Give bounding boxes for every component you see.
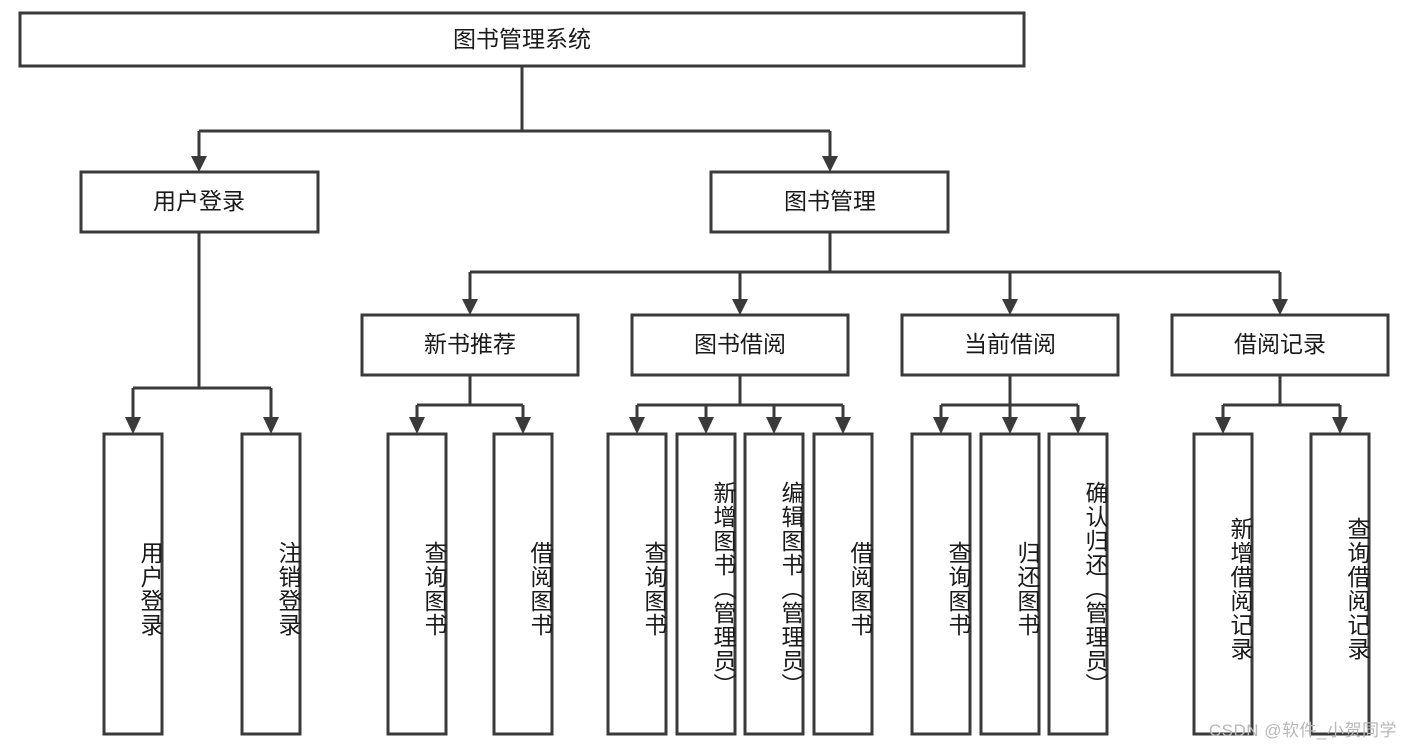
arrow-head-icon: [629, 417, 645, 434]
arrow-head-icon: [515, 417, 531, 434]
connector-borrow-to-leaves: [629, 375, 851, 434]
node-new-book-recommend-label: 新书推荐: [424, 331, 516, 357]
leaf-node[interactable]: 用户登录: [102, 432, 164, 736]
leaf-node[interactable]: 新增图书（管理员）: [675, 432, 737, 736]
leaf-node[interactable]: 确认归还（管理员）: [1047, 432, 1109, 736]
node-root-system[interactable]: 图书管理系统: [18, 11, 1026, 68]
node-new-book-recommend[interactable]: 新书推荐: [360, 313, 580, 377]
leaf-label: 新增图书（管理员）: [710, 481, 736, 697]
leaf-label: 编辑图书（管理员）: [778, 481, 804, 697]
leaf-label: 借阅图书: [847, 541, 873, 637]
leaf-label: 用户登录: [137, 541, 163, 637]
leaf-label: 注销登录: [275, 541, 301, 637]
leaf-label: 查询借阅记录: [1344, 517, 1370, 661]
connector-new-book-to-leaves: [409, 375, 531, 434]
arrow-head-icon: [1070, 417, 1086, 434]
connector-book-mgmt-to-level3: [462, 232, 1288, 315]
connector-current-borrow-to-leaves: [933, 375, 1086, 434]
connector-records-to-leaves: [1215, 375, 1348, 434]
leaf-node[interactable]: 查询图书: [386, 432, 448, 736]
leaf-node[interactable]: 编辑图书（管理员）: [743, 432, 805, 736]
leaf-label: 借阅图书: [527, 541, 553, 637]
arrow-head-icon: [822, 156, 838, 172]
node-root-label: 图书管理系统: [453, 26, 591, 52]
leaf-node[interactable]: 借阅图书: [492, 432, 554, 736]
node-current-borrow-label: 当前借阅: [964, 331, 1056, 357]
leaf-label: 查询图书: [421, 541, 447, 637]
leaf-label: 归还图书: [1014, 541, 1040, 637]
node-book-borrow-label: 图书借阅: [694, 331, 786, 357]
leaf-node[interactable]: 借阅图书: [812, 432, 874, 736]
connector-root-to-level2: [191, 66, 838, 172]
node-current-borrow[interactable]: 当前借阅: [900, 313, 1120, 377]
node-user-login-label: 用户登录: [153, 188, 245, 214]
node-borrow-records-label: 借阅记录: [1234, 331, 1326, 357]
leaf-node[interactable]: 查询图书: [606, 432, 668, 736]
arrow-head-icon: [1002, 299, 1018, 315]
arrow-head-icon: [1332, 417, 1348, 434]
arrow-head-icon: [191, 156, 207, 172]
leaf-label: 新增借阅记录: [1227, 517, 1253, 661]
leaf-label: 查询图书: [641, 541, 667, 637]
arrow-head-icon: [698, 417, 714, 434]
arrow-head-icon: [409, 417, 425, 434]
leaf-node[interactable]: 新增借阅记录: [1192, 432, 1254, 736]
arrow-head-icon: [835, 417, 851, 434]
leaf-node[interactable]: 归还图书: [979, 432, 1041, 736]
arrow-head-icon: [462, 299, 478, 315]
node-borrow-records[interactable]: 借阅记录: [1170, 313, 1390, 377]
arrow-head-icon: [732, 299, 748, 315]
leaf-node[interactable]: 查询借阅记录: [1309, 432, 1371, 736]
arrow-head-icon: [766, 417, 782, 434]
arrow-head-icon: [1002, 417, 1018, 434]
arrow-head-icon: [1215, 417, 1231, 434]
leaf-label: 查询图书: [945, 541, 971, 637]
node-book-management-label: 图书管理: [784, 188, 876, 214]
leaf-label: 确认归还（管理员）: [1082, 481, 1108, 697]
node-book-management[interactable]: 图书管理: [709, 170, 950, 234]
connector-user-login-to-leaves: [125, 232, 279, 434]
arrow-head-icon: [125, 417, 141, 434]
arrow-head-icon: [1272, 299, 1288, 315]
arrow-head-icon: [933, 417, 949, 434]
leaf-node[interactable]: 查询图书: [910, 432, 972, 736]
arrow-head-icon: [263, 417, 279, 434]
node-book-borrow[interactable]: 图书借阅: [630, 313, 850, 377]
leaf-node[interactable]: 注销登录: [240, 432, 302, 736]
node-user-login[interactable]: 用户登录: [79, 170, 320, 234]
